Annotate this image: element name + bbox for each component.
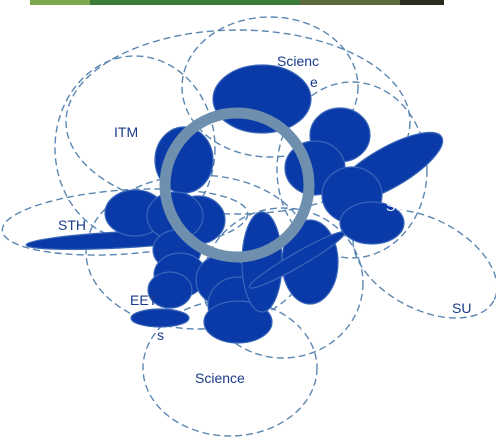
label-eet: EET <box>130 292 158 308</box>
region-su <box>352 209 496 319</box>
label-sth: STH <box>58 217 86 233</box>
label-science-top: Scienc <box>277 53 319 69</box>
blob-center-tall <box>241 211 283 313</box>
diagram-labels: Scienc e ITM STH EET s ICT SC SU Science <box>58 53 471 386</box>
region-large-upper <box>65 29 411 215</box>
central-ring <box>159 107 315 263</box>
header-image-strip <box>30 0 444 5</box>
region-science-top <box>181 16 359 158</box>
label-sc: SC <box>386 198 405 214</box>
blob-eet-a <box>147 271 193 309</box>
label-science-bottom: Science <box>195 370 245 386</box>
region-sth <box>1 188 249 256</box>
blob-sc-low <box>339 201 405 245</box>
blob-eet-pill <box>130 308 190 328</box>
label-itm: ITM <box>114 124 138 140</box>
label-science-top-e: e <box>310 74 318 90</box>
label-eet-s: s <box>157 327 164 343</box>
region-sc <box>276 81 428 259</box>
label-ict: ICT <box>300 317 323 333</box>
label-su: SU <box>452 300 471 316</box>
blob-center-c <box>203 300 273 344</box>
